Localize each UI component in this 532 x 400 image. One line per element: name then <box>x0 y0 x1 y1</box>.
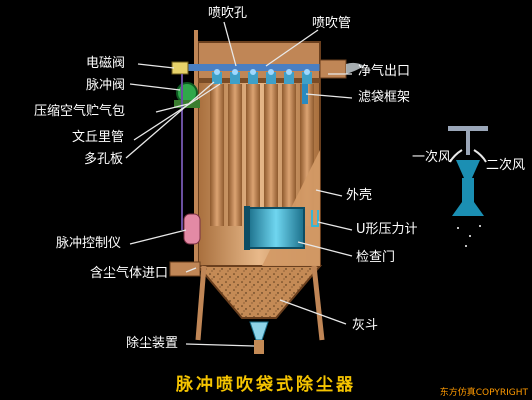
label-ash-hopper: 灰斗 <box>352 318 379 333</box>
label-venturi: 文丘里管 <box>72 130 125 145</box>
inspection-door <box>247 207 305 249</box>
label-nozzle-hole: 喷吹孔 <box>208 6 248 21</box>
copyright: 东方仿真COPYRIGHT <box>439 388 528 398</box>
nozzle-hole <box>232 69 238 75</box>
nozzle-hole <box>304 69 310 75</box>
dusty-gas-inlet <box>169 261 201 277</box>
label-solenoid-valve: 电磁阀 <box>86 56 126 71</box>
venturi-tubes <box>212 72 312 84</box>
filter-bag <box>282 84 296 226</box>
label-blow-pipe: 喷吹管 <box>312 16 352 31</box>
filter-bag <box>264 84 278 226</box>
label-pulse-controller: 脉冲控制仪 <box>56 236 122 251</box>
diagram-title: 脉冲喷吹袋式除尘器 <box>176 375 356 395</box>
filter-bag <box>246 84 260 226</box>
label-inspection-door: 检查门 <box>356 250 396 265</box>
pulse-controller <box>183 213 201 245</box>
filter-bags <box>210 84 314 226</box>
bag-cage <box>302 84 308 104</box>
ash-hopper <box>195 265 323 319</box>
solenoid-valve <box>171 61 189 75</box>
label-bag-cage: 滤袋框架 <box>358 90 411 105</box>
label-clean-outlet: 净气出口 <box>358 64 411 79</box>
label-pulse-valve: 脉冲阀 <box>86 78 126 93</box>
nozzle-hole <box>268 69 274 75</box>
left-leg <box>195 265 207 341</box>
label-u-gauge: U形压力计 <box>356 222 418 237</box>
label-dust-removal: 除尘装置 <box>126 336 179 351</box>
nozzle-hole <box>250 69 256 75</box>
label-secondary-air: 二次风 <box>486 158 526 173</box>
venturi-inset <box>448 126 488 247</box>
label-perforated-plate: 多孔板 <box>84 152 124 167</box>
nozzle-hole <box>286 69 292 75</box>
u-gauge <box>311 210 319 227</box>
right-leg <box>311 265 325 341</box>
blow-pipe <box>176 64 328 75</box>
label-dusty-inlet: 含尘气体进口 <box>90 266 169 281</box>
label-primary-air: 一次风 <box>412 150 452 165</box>
leader-lines <box>125 21 353 347</box>
dust-removal-device <box>249 321 269 354</box>
label-shell: 外壳 <box>346 188 373 203</box>
perforated-plate <box>198 78 320 83</box>
label-air-tank: 压缩空气贮气包 <box>34 104 126 119</box>
nozzle-hole <box>214 69 220 75</box>
filter-bag <box>210 84 224 226</box>
filter-bag <box>228 84 242 226</box>
